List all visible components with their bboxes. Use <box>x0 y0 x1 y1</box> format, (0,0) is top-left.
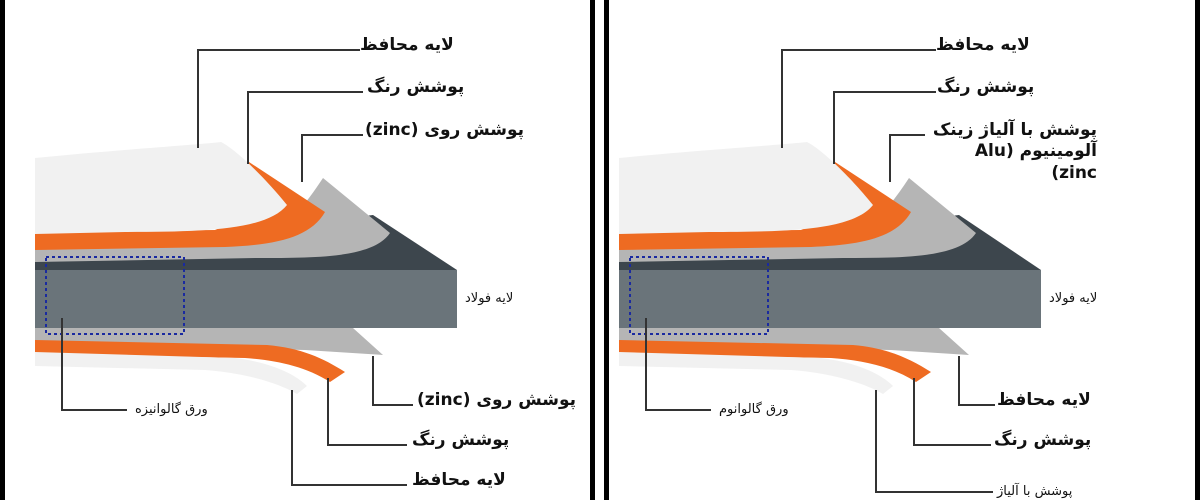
leader-line-protective-top <box>781 49 936 148</box>
label-sheet-name: ورق گالوانوم <box>719 402 789 417</box>
label-protective-top: لایه محافظ <box>936 35 1030 55</box>
center-divider-left <box>590 0 595 500</box>
label-alloy-bottom: پوشش با آلیاژ <box>997 484 1073 499</box>
label-zinc-top: پوشش روی (zinc) <box>365 120 525 140</box>
label-protective-top: لایه محافظ <box>360 35 454 55</box>
selection-box <box>45 256 185 335</box>
label-paint-top: پوشش رنگ <box>937 77 1035 97</box>
protective-top-layer <box>619 142 873 234</box>
label-alloy-top: پوشش با آلیاژ زینک آلومینیوم (Alu zinc) <box>932 120 1097 183</box>
leader-line-protective-bottom <box>291 390 407 486</box>
galvanized-layers-illustration <box>35 49 457 486</box>
leader-lines <box>61 49 413 486</box>
alloy-bottom-layer <box>619 352 893 394</box>
right-frame-border <box>1195 0 1200 500</box>
leader-line-protective-bottom <box>958 356 995 406</box>
protective-top-layer <box>35 142 287 234</box>
leader-line-paint-bottom <box>327 378 407 446</box>
leader-line-sheet <box>61 318 127 411</box>
leader-line-alloy-bottom <box>875 390 993 493</box>
label-paint-bottom: پوشش رنگ <box>412 430 510 450</box>
paint-bottom-layer <box>35 340 345 382</box>
label-sheet-name: ورق گالوانیزه <box>135 402 208 417</box>
galvalume-layers-illustration <box>619 49 1041 493</box>
protective-bottom-layer <box>35 352 307 394</box>
label-steel: لایه فولاد <box>465 291 514 306</box>
steel-layer <box>619 270 1041 328</box>
leader-line-paint-bottom <box>913 378 991 446</box>
leader-line-zinc-top <box>301 134 363 182</box>
label-paint-bottom: پوشش رنگ <box>994 430 1092 450</box>
center-divider-right <box>604 0 609 500</box>
left-frame-border <box>0 0 5 500</box>
galvanized-sheet-panel: لایه محافظ پوشش رنگ پوشش روی (zinc) لایه… <box>5 0 590 500</box>
label-zinc-bottom: پوشش روی (zinc) <box>417 390 577 410</box>
steel-layer <box>35 270 457 328</box>
leader-line-alloy-top <box>889 134 925 182</box>
leader-line-zinc-bottom <box>372 356 413 406</box>
label-paint-top: پوشش رنگ <box>367 77 465 97</box>
label-steel: لایه فولاد <box>1049 291 1098 306</box>
label-protective-bottom: لایه محافظ <box>997 390 1091 410</box>
galvalume-sheet-panel: لایه محافظ پوشش رنگ پوشش با آلیاژ زینک آ… <box>609 0 1195 500</box>
leader-lines <box>645 49 995 493</box>
selection-box <box>629 256 769 335</box>
leader-line-protective-top <box>197 49 360 148</box>
label-protective-bottom: لایه محافظ <box>412 470 506 490</box>
leader-line-paint-top <box>247 91 363 164</box>
leader-line-paint-top <box>833 91 936 164</box>
leader-line-sheet <box>645 318 711 411</box>
paint-bottom-layer <box>619 340 931 382</box>
